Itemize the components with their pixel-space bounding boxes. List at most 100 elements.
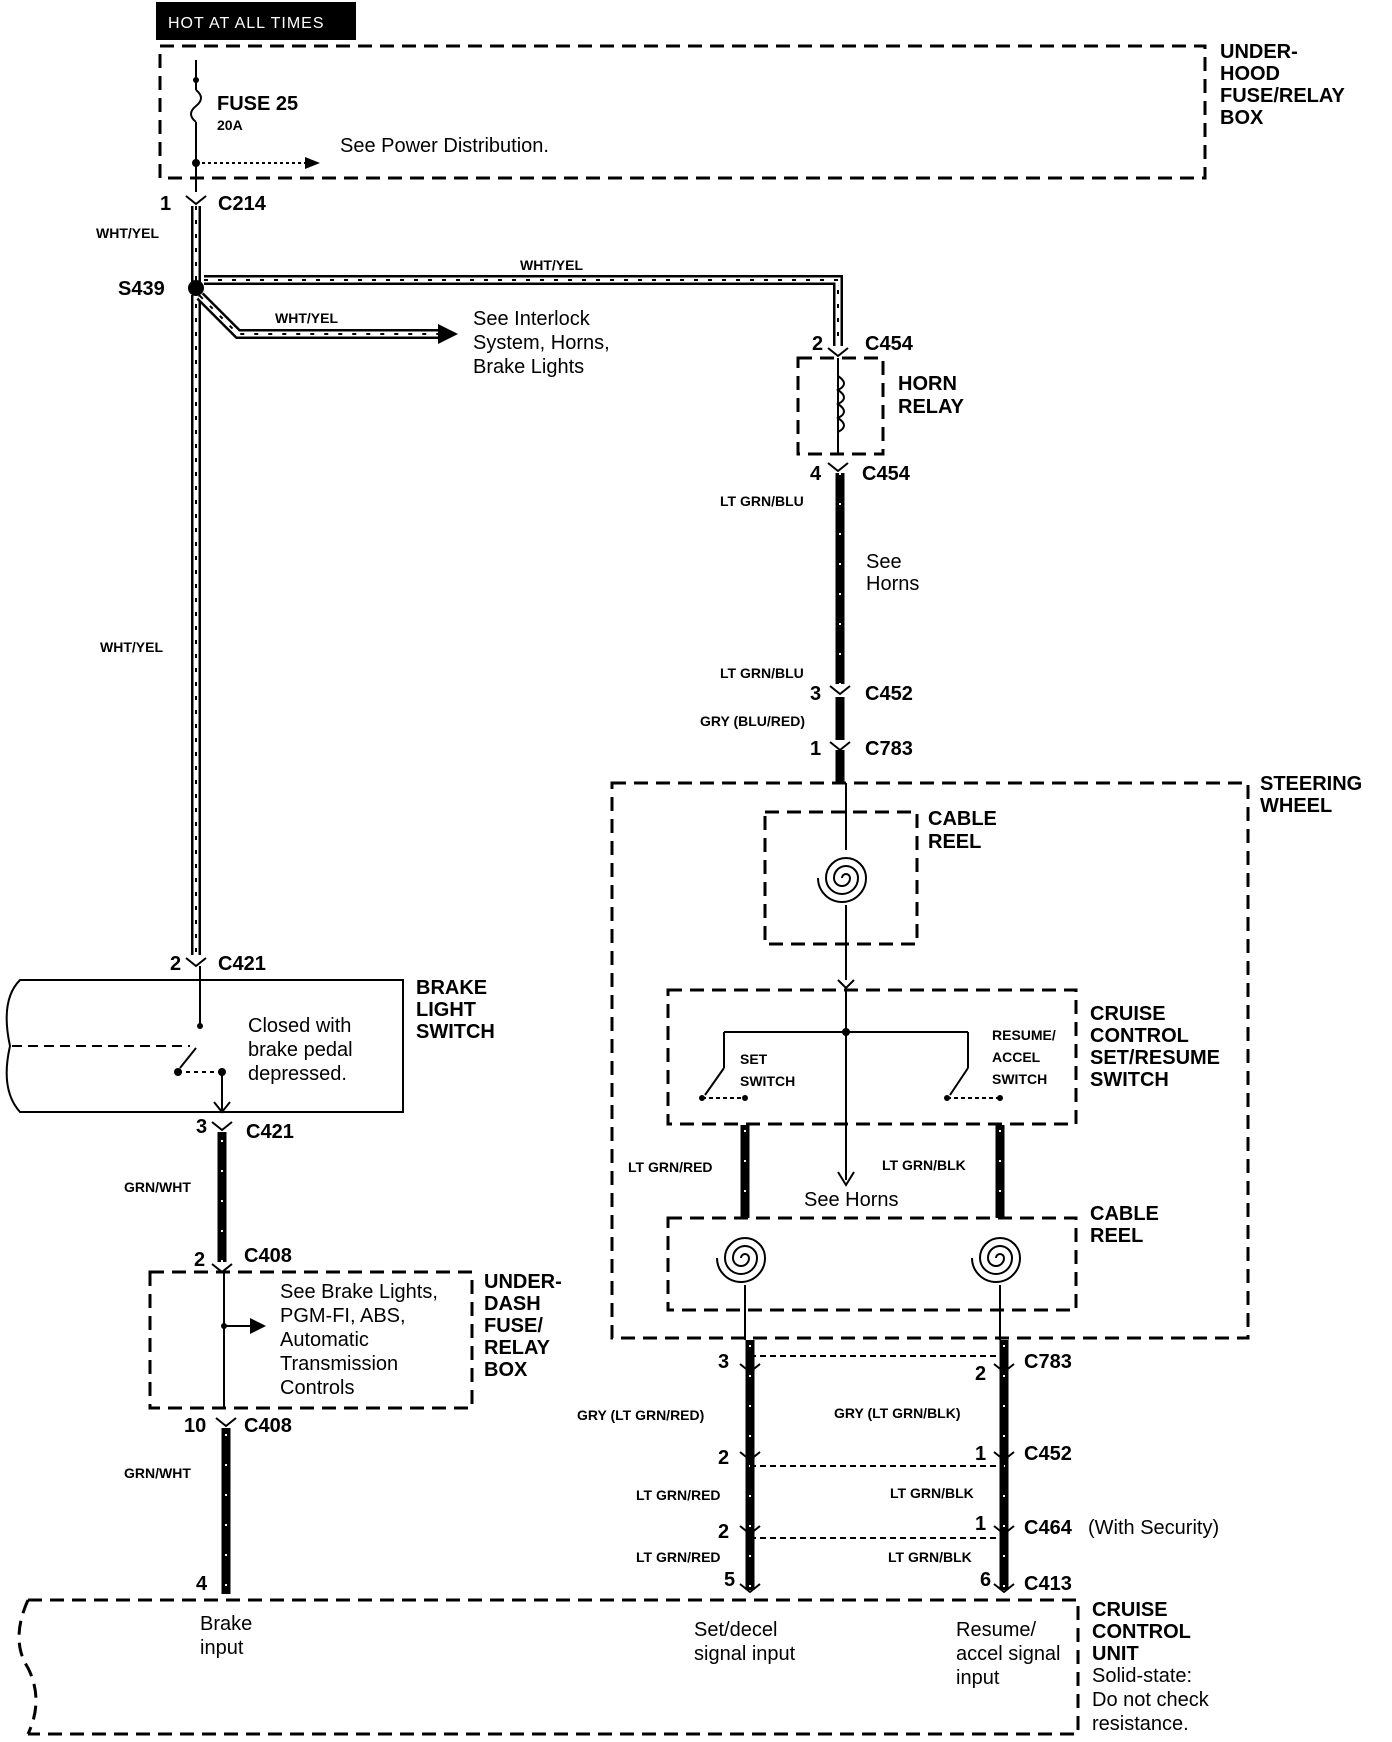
steering-wheel-label-1: STEERING — [1260, 773, 1362, 795]
c421-pin-top: 2 — [170, 953, 181, 975]
s439-label: S439 — [118, 278, 165, 300]
cable-reel-2-label-1: CABLE — [1090, 1203, 1159, 1225]
wire-label-grn-wht-1: GRN/WHT — [124, 1179, 191, 1195]
cruise-switch-label-4: SWITCH — [1090, 1069, 1169, 1091]
underdash-see-4: Transmission — [280, 1353, 398, 1375]
ccu-label-2: CONTROL — [1092, 1621, 1191, 1643]
underdash-label-5: BOX — [484, 1359, 528, 1381]
horn-relay: HORN RELAY — [796, 356, 965, 456]
resume-switch-label-1: RESUME/ — [992, 1027, 1056, 1043]
ccu-label-3: UNIT — [1092, 1643, 1139, 1665]
wire-label-gry-lt-grn-blk: GRY (LT GRN/BLK) — [834, 1405, 961, 1421]
underdash-see-3: Automatic — [280, 1329, 369, 1351]
cable-reel-1-label-1: CABLE — [928, 808, 997, 830]
c464-pin-left: 2 — [718, 1521, 729, 1543]
c214-pin: 1 — [160, 193, 171, 215]
fuse-rating: 20A — [217, 117, 243, 133]
see-horns-1a: See — [866, 551, 902, 573]
hot-at-all-times-label: HOT AT ALL TIMES — [168, 15, 325, 32]
c421-label-bot: C421 — [246, 1121, 294, 1143]
c413-label: C413 — [1024, 1573, 1072, 1595]
c452b-pin-right: 1 — [975, 1443, 986, 1465]
wire-label-gry-blu-red: GRY (BLU/RED) — [700, 713, 805, 729]
wire-label-lt-grn-blu-2: LT GRN/BLU — [720, 665, 804, 681]
c421-pin-bot: 3 — [196, 1116, 207, 1138]
ccu-resume-input-1: Resume/ — [956, 1619, 1036, 1641]
cable-reel-1: CABLE REEL — [763, 783, 997, 980]
cruise-switch-label-2: CONTROL — [1090, 1025, 1189, 1047]
brake-note-2: brake pedal — [248, 1039, 353, 1061]
resume-switch-label-2: ACCEL — [992, 1049, 1041, 1065]
cruise-control-unit: Brake input Set/decel signal input Resum… — [17, 1598, 1210, 1736]
wire-label-lt-grn-blk-1: LT GRN/BLK — [882, 1157, 966, 1173]
fuse-name: FUSE 25 — [217, 93, 298, 115]
brake-switch-label-3: SWITCH — [416, 1021, 495, 1043]
underhood-label-4: BOX — [1220, 107, 1264, 129]
ccu-resume-input-2: accel signal — [956, 1643, 1061, 1665]
underdash-label-4: RELAY — [484, 1337, 551, 1359]
wire-label-gry-lt-grn-red: GRY (LT GRN/RED) — [577, 1407, 704, 1423]
fuse-25: FUSE 25 20A See Power Distribution. — [190, 60, 549, 192]
ccu-set-input-2: signal input — [694, 1643, 796, 1665]
underhood-label-3: FUSE/RELAY — [1220, 85, 1346, 107]
ccu-resume-input-3: input — [956, 1667, 1000, 1689]
wire-label-lt-grn-red-2: LT GRN/RED — [636, 1487, 721, 1503]
see-power-distribution: See Power Distribution. — [340, 135, 549, 157]
cruise-set-resume-switch: SET SWITCH RESUME/ ACCEL SWITCH CRUISE C… — [666, 979, 1220, 1126]
underdash-see-2: PGM-FI, ABS, — [280, 1305, 406, 1327]
ccu-brake-input-1: Brake — [200, 1613, 252, 1635]
underdash-see-5: Controls — [280, 1377, 354, 1399]
horn-relay-label-1: HORN — [898, 373, 957, 395]
underdash-see-1: See Brake Lights, — [280, 1281, 438, 1303]
c783-pin-top: 1 — [810, 738, 821, 760]
brake-note-1: Closed with — [248, 1015, 351, 1037]
c421-label-top: C421 — [218, 953, 266, 975]
c464-label: C464 — [1024, 1517, 1073, 1539]
ccu-label-1: CRUISE — [1092, 1599, 1168, 1621]
brake-light-switch: Closed with brake pedal depressed. BRAKE… — [5, 966, 495, 1114]
wire-label-lt-grn-red-3: LT GRN/RED — [636, 1549, 721, 1565]
wire-label-wht-yel-2: WHT/YEL — [275, 310, 338, 326]
connector-c214: 1 C214 — [160, 193, 267, 215]
see-interlock-1: See Interlock — [473, 308, 591, 330]
cable-reel-2-label-2: REEL — [1090, 1225, 1143, 1247]
c452-label-top: C452 — [865, 683, 913, 705]
hot-at-all-times-banner: HOT AT ALL TIMES — [156, 2, 356, 40]
see-interlock-3: Brake Lights — [473, 356, 584, 378]
wire-label-wht-yel-1: WHT/YEL — [96, 225, 159, 241]
underhood-fuse-relay-box: UNDER- HOOD FUSE/RELAY BOX — [158, 41, 1346, 180]
wire-label-wht-yel-4: WHT/YEL — [520, 257, 583, 273]
c408-label-top: C408 — [244, 1245, 292, 1267]
c783b-pin-left: 3 — [718, 1351, 729, 1373]
see-interlock-2: System, Horns, — [473, 332, 610, 354]
cruise-switch-label-1: CRUISE — [1090, 1003, 1166, 1025]
set-switch-label-1: SET — [740, 1051, 768, 1067]
ccu-pin-brake: 4 — [196, 1573, 208, 1595]
set-switch-label-2: SWITCH — [740, 1073, 795, 1089]
underdash-label-1: UNDER- — [484, 1271, 562, 1293]
c783b-label: C783 — [1024, 1351, 1072, 1373]
c214-label: C214 — [218, 193, 267, 215]
wire-label-lt-grn-blk-2: LT GRN/BLK — [890, 1485, 974, 1501]
brake-switch-label-2: LIGHT — [416, 999, 476, 1021]
c408-pin-bot: 10 — [184, 1415, 206, 1437]
c783-label-top: C783 — [865, 738, 913, 760]
c783b-pin-right: 2 — [975, 1363, 986, 1385]
cruise-switch-label-3: SET/RESUME — [1090, 1047, 1220, 1069]
wire-label-grn-wht-2: GRN/WHT — [124, 1465, 191, 1481]
underhood-label-2: HOOD — [1220, 63, 1280, 85]
c413-pin-left: 5 — [724, 1569, 735, 1591]
ccu-set-input-1: Set/decel — [694, 1619, 777, 1641]
wire-label-lt-grn-blk-3: LT GRN/BLK — [888, 1549, 972, 1565]
see-horns-1b: Horns — [866, 573, 919, 595]
cable-reel-1-label-2: REEL — [928, 831, 981, 853]
wire-wht-yel-to-horn-relay — [204, 275, 843, 346]
wire-wht-yel-to-interlock — [196, 292, 458, 344]
resume-switch-label-3: SWITCH — [992, 1071, 1047, 1087]
wire-label-lt-grn-blu-1: LT GRN/BLU — [720, 493, 804, 509]
brake-switch-label-1: BRAKE — [416, 977, 487, 999]
c408-pin-top: 2 — [194, 1249, 205, 1271]
underdash-fuse-relay-box: See Brake Lights, PGM-FI, ABS, Automatic… — [148, 1270, 562, 1410]
ccu-label-4: Solid-state: — [1092, 1665, 1192, 1687]
